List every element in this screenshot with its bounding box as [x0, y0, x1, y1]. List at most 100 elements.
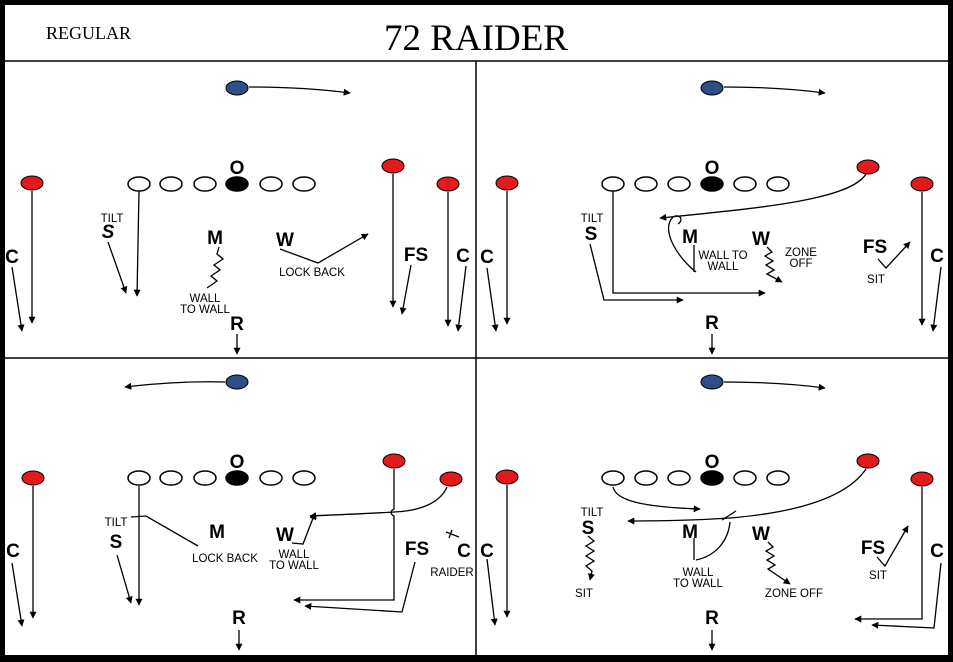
lineman-3 [667, 176, 691, 192]
lineman-3 [667, 470, 691, 486]
lineman-2 [159, 176, 183, 192]
player-w: W [276, 230, 294, 251]
player-c-left: C [480, 247, 494, 268]
offensive-line [601, 470, 790, 486]
player-w: W [752, 524, 770, 545]
note-fs: SIT [869, 570, 887, 582]
player-r: R [705, 313, 719, 334]
player-c-right: C [930, 246, 944, 267]
player-s: S [102, 222, 115, 243]
offensive-line [127, 470, 316, 486]
player-labels: C S M W FS C R [5, 222, 470, 335]
note-s: TILT [105, 517, 128, 529]
offensive-line [127, 176, 316, 192]
player-r: R [232, 608, 246, 629]
player-c-right: C [457, 541, 471, 562]
routes [11, 86, 467, 355]
offense-receiver [700, 374, 724, 390]
player-c-left: C [480, 541, 494, 562]
panel-dividers [5, 60, 948, 655]
note-m: LOCK BACK [192, 553, 258, 565]
panel-bottom-right: O C S M W FS C R [480, 374, 944, 651]
offensive-line [601, 176, 790, 192]
defender-c-right [910, 176, 934, 192]
lineman-1 [127, 176, 151, 192]
note-s: TILT [581, 507, 604, 519]
player-r: R [230, 314, 244, 335]
center-lineman [700, 176, 724, 192]
offense-receiver [700, 80, 724, 96]
player-w: W [752, 229, 770, 250]
center-lineman [225, 470, 249, 486]
player-fs: FS [861, 538, 885, 559]
player-s: S [582, 518, 595, 539]
note-w: LOCK BACK [279, 267, 345, 279]
defender-c-right [910, 471, 934, 487]
player-m: M [682, 227, 698, 248]
defender-fs [856, 159, 880, 175]
lineman-2 [634, 470, 658, 486]
player-c-right: C [456, 246, 470, 267]
player-fs: FS [404, 245, 428, 266]
center-label: O [705, 452, 720, 473]
lineman-1 [127, 470, 151, 486]
player-w: W [276, 525, 294, 546]
defender-fs [382, 453, 406, 469]
center-label: O [230, 158, 245, 179]
player-m: M [682, 522, 698, 543]
defender-c-left [20, 175, 44, 191]
player-c-left: C [6, 541, 20, 562]
note-fs: SIT [867, 274, 885, 286]
center-label: O [230, 452, 245, 473]
lineman-4 [733, 176, 757, 192]
player-labels: C S M W FS C R [480, 518, 944, 629]
lineman-4 [733, 470, 757, 486]
player-m: M [207, 228, 223, 249]
panel-top-left: O C S M W FS C R TILT [5, 80, 470, 355]
defender-fs [856, 453, 880, 469]
note-w: ZONE OFF [765, 588, 823, 600]
lineman-5 [766, 470, 790, 486]
lineman-1 [601, 176, 625, 192]
lineman-5 [292, 470, 316, 486]
note-s: TILT [581, 213, 604, 225]
center-lineman [700, 470, 724, 486]
player-r: R [705, 608, 719, 629]
player-m: M [209, 522, 225, 543]
defender-c-right [439, 471, 463, 487]
player-labels: C S M W FS C R [480, 224, 944, 334]
routes [486, 86, 942, 355]
offense-receiver [225, 374, 249, 390]
lineman-1 [601, 470, 625, 486]
note-s-sit: SIT [575, 588, 593, 600]
center-label: O [705, 158, 720, 179]
lineman-4 [259, 176, 283, 192]
lineman-3 [193, 176, 217, 192]
player-fs: FS [863, 237, 887, 258]
player-fs: FS [405, 539, 429, 560]
defender-c-right [436, 176, 460, 192]
lineman-2 [159, 470, 183, 486]
lineman-4 [259, 470, 283, 486]
routes [486, 381, 942, 651]
defender-c-left [495, 175, 519, 191]
lineman-3 [193, 470, 217, 486]
formation-label: REGULAR [46, 23, 131, 43]
note-s: TILT [101, 213, 124, 225]
routes [11, 381, 460, 651]
lineman-5 [292, 176, 316, 192]
panel-top-right: O C S M W FS C R [480, 80, 944, 355]
play-title: 72 RAIDER [384, 18, 568, 59]
player-c-left: C [5, 247, 19, 268]
